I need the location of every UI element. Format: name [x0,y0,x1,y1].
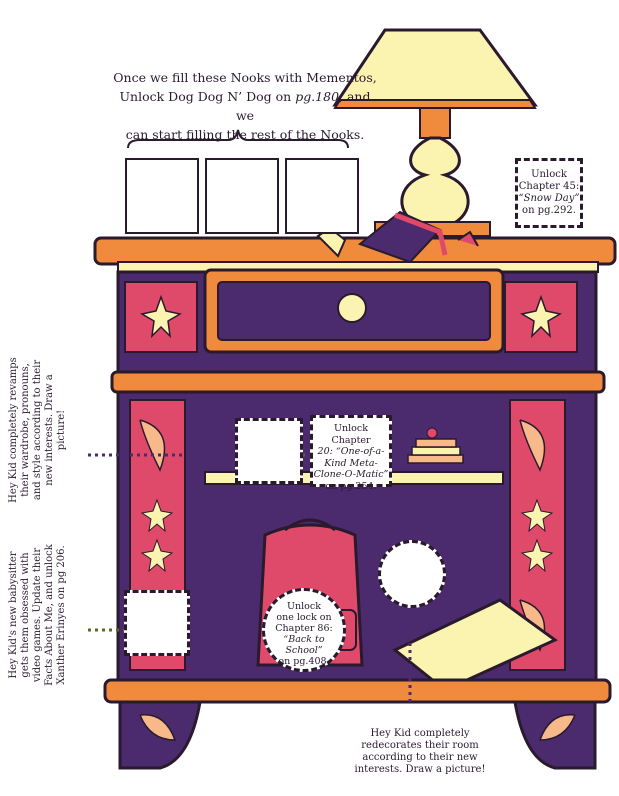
cake-icon [407,427,464,464]
star-icon [519,294,563,339]
unlock-chapter-20-box[interactable]: Unlock Chapter 20: “One-of-a- Kind Meta-… [310,415,392,492]
left-note-wardrobe: Hey Kid completely revamps their wardrob… [8,357,67,503]
bottom-caption: Hey Kid completely redecorates their roo… [354,728,486,775]
memento-nook-wardrobe[interactable] [235,418,303,484]
left-note-babysitter: Hey Kid's new babysitter gets them obses… [8,544,67,686]
top-caption-line3: can start filling the rest of the Nooks. [125,127,365,142]
memento-frame-3[interactable] [285,158,359,234]
top-caption: Once we fill these Nooks with Mementos, … [110,68,380,144]
star-icon [139,294,183,339]
notebook-icon [392,598,558,692]
unlock-chapter-45-box[interactable]: Unlock Chapter 45: “Snow Day” on pg.292. [515,158,583,228]
memento-nook-games[interactable] [124,590,190,656]
memento-frame-1[interactable] [125,158,199,234]
memento-nook-room[interactable] [378,540,446,608]
memento-frame-2[interactable] [205,158,279,234]
bracket [127,129,349,149]
drawer-knob-icon [337,293,367,323]
top-caption-line1: Once we fill these Nooks with Mementos, [113,70,377,85]
unlock-chapter-86-circle[interactable]: Unlock one lock on Chapter 86: “Back to … [262,588,346,672]
top-caption-line2: Unlock Dog Dog N’ Dog on pg.180, and we [119,89,371,123]
